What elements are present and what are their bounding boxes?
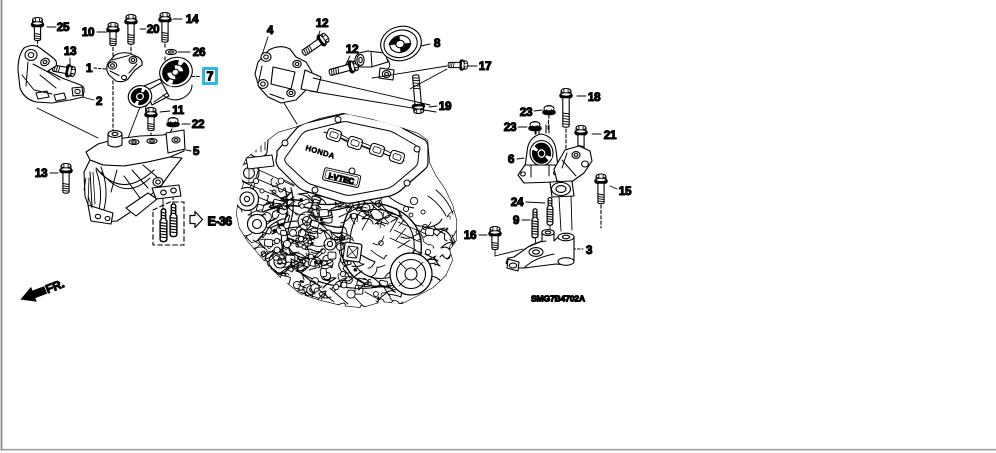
svg-text:1: 1: [86, 61, 93, 75]
svg-text:14: 14: [186, 12, 199, 26]
svg-text:15: 15: [619, 184, 632, 198]
svg-text:13: 13: [35, 166, 48, 180]
svg-text:9: 9: [513, 213, 520, 227]
svg-text:12: 12: [346, 42, 359, 56]
svg-text:FR.: FR.: [44, 276, 67, 296]
svg-text:6: 6: [508, 152, 515, 166]
svg-text:4: 4: [267, 23, 274, 37]
svg-text:22: 22: [192, 117, 205, 131]
svg-text:21: 21: [604, 128, 617, 142]
svg-text:11: 11: [172, 103, 185, 117]
svg-text:25: 25: [57, 20, 70, 34]
svg-text:19: 19: [439, 99, 452, 113]
svg-text:20: 20: [147, 22, 160, 36]
svg-text:26: 26: [193, 45, 206, 59]
svg-text:12: 12: [316, 16, 329, 30]
svg-text:18: 18: [588, 90, 601, 104]
svg-text:SMG7B4702A: SMG7B4702A: [531, 294, 585, 304]
svg-text:13: 13: [64, 44, 77, 58]
svg-text:23: 23: [504, 120, 517, 134]
svg-text:23: 23: [520, 105, 533, 119]
svg-text:7: 7: [207, 70, 214, 84]
svg-text:24: 24: [511, 195, 524, 209]
svg-text:16: 16: [464, 228, 477, 242]
svg-text:17: 17: [479, 59, 492, 73]
svg-text:2: 2: [96, 94, 103, 108]
svg-text:5: 5: [193, 144, 200, 158]
svg-text:10: 10: [82, 25, 95, 39]
svg-text:3: 3: [586, 243, 593, 257]
svg-text:8: 8: [434, 36, 441, 50]
svg-text:E-36: E-36: [208, 215, 233, 229]
